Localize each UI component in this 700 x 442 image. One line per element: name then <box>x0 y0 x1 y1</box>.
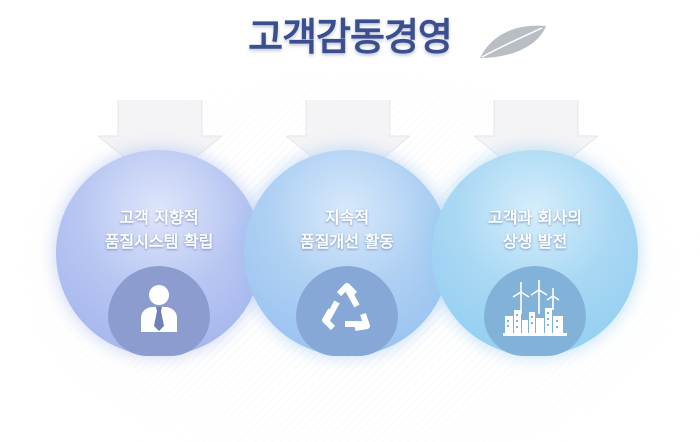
circle-label-line2: 품질시스템 확립 <box>104 232 214 251</box>
circle-label-line2: 상생 발전 <box>502 232 568 251</box>
circle-label-line1: 고객 지향적 <box>119 208 199 227</box>
circle-label-line2: 품질개선 활동 <box>300 232 394 251</box>
city-windmill-icon <box>503 280 567 336</box>
circle-customer-quality: 고객 지향적 품질시스템 확립 <box>56 150 262 356</box>
circle-label-line1: 고객과 회사의 <box>488 208 582 227</box>
circle-label: 지속적 품질개선 활동 <box>244 206 450 254</box>
arrow-down-icon <box>98 100 222 186</box>
leaf-icon <box>480 25 546 58</box>
person-icon <box>141 285 177 332</box>
page-title: 고객감동경영 <box>0 6 700 61</box>
circle-label: 고객과 회사의 상생 발전 <box>432 206 638 254</box>
icon-disc <box>108 266 210 356</box>
icon-disc <box>484 266 586 356</box>
arrow-down-icon <box>474 100 598 186</box>
recycle-icon <box>322 283 370 331</box>
circle-quality-improvement: 지속적 품질개선 활동 <box>244 150 450 356</box>
circle-label-line1: 지속적 <box>324 208 370 227</box>
page-title-text: 고객감동경영 <box>248 15 453 59</box>
circle-label: 고객 지향적 품질시스템 확립 <box>56 206 262 254</box>
arrow-down-icon <box>286 100 410 186</box>
circle-mutual-growth: 고객과 회사의 상생 발전 <box>432 150 638 356</box>
icon-disc <box>296 266 398 356</box>
